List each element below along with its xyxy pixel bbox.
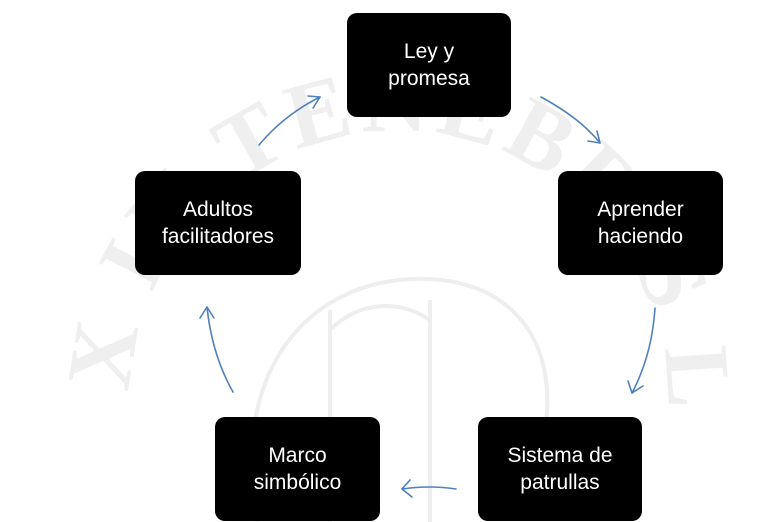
node-label: Sistema de patrullas bbox=[507, 444, 613, 494]
node-label: Aprender haciendo bbox=[597, 198, 684, 248]
node-label: Adultos facilitadores bbox=[161, 198, 275, 248]
arrow-adultos-to-ley bbox=[258, 95, 321, 146]
node-label: Marco simbólico bbox=[253, 444, 342, 494]
arrow-aprender-to-sistema bbox=[627, 307, 656, 394]
node-label: Ley y promesa bbox=[388, 40, 470, 90]
node-ley-y-promesa: Ley y promesa bbox=[347, 13, 511, 117]
arrow-sistema-to-marco bbox=[401, 479, 457, 498]
arrow-ley-to-aprender bbox=[540, 96, 601, 144]
node-adultos-facilitadores: Adultos facilitadores bbox=[135, 171, 301, 275]
arrow-marco-to-adultos bbox=[199, 306, 234, 393]
node-marco-simbolico: Marco simbólico bbox=[215, 417, 380, 521]
node-sistema-de-patrullas: Sistema de patrullas bbox=[478, 417, 642, 521]
node-aprender-haciendo: Aprender haciendo bbox=[558, 171, 723, 275]
